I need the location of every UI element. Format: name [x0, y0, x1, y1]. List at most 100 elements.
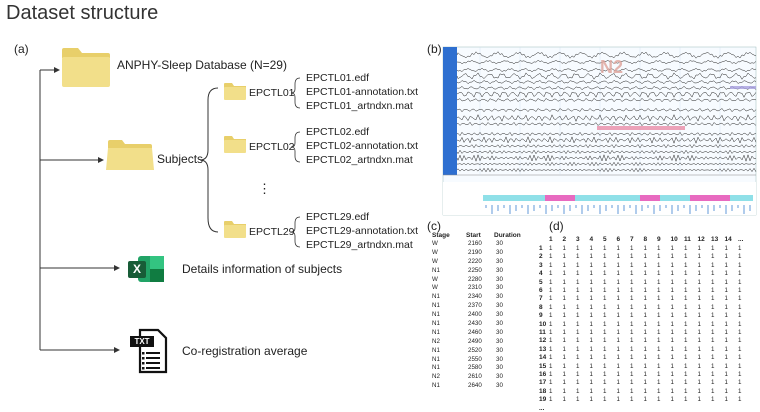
matrix-cell: 1: [684, 320, 688, 328]
matrix-cell: 1: [738, 312, 742, 320]
file-2-annotation: EPCTL02-annotation.txt: [306, 140, 419, 152]
matrix-cell: 1: [576, 253, 580, 261]
matrix-cell: 1: [643, 270, 647, 278]
annotation-start: 2280: [468, 275, 482, 283]
annotation-start: 2370: [468, 302, 482, 310]
matrix-cell: 1: [738, 379, 742, 387]
annotation-duration: 30: [496, 328, 503, 336]
matrix-cell: 1: [643, 345, 647, 353]
matrix-cell: 1: [697, 345, 701, 353]
matrix-cell: 1: [738, 320, 742, 328]
eeg-trace: [456, 161, 757, 167]
matrix-cell: 1: [738, 396, 742, 404]
matrix-cell: 1: [549, 312, 553, 320]
matrix-cell: 1: [603, 354, 607, 362]
matrix-cell: 1: [657, 329, 661, 336]
matrix-cell: 1: [711, 345, 715, 353]
annotation-duration: 30: [496, 275, 503, 283]
matrix-cell: 1: [630, 303, 634, 311]
matrix-col-header: 4: [589, 236, 594, 243]
matrix-col-header: 14: [724, 236, 732, 243]
matrix-row-header: 1: [539, 245, 543, 252]
annotation-stage: W: [432, 248, 438, 256]
eeg-highlight: [597, 126, 685, 130]
matrix-cell: 1: [603, 303, 607, 311]
eeg-trace: [456, 131, 757, 137]
database-label: ANPHY-Sleep Database (N=29): [117, 58, 287, 72]
matrix-cell: 1: [724, 303, 728, 311]
matrix-row-header: ...: [539, 404, 545, 412]
matrix-cell: 1: [684, 295, 688, 303]
annotation-stage: N1: [432, 311, 440, 319]
matrix-cell: 1: [589, 245, 593, 252]
matrix-cell: 1: [711, 253, 715, 261]
eeg-trace: [456, 51, 757, 59]
matrix-col-header: 8: [643, 236, 648, 243]
matrix-cell: 1: [684, 261, 688, 269]
patient-id-2: EPCTL02: [249, 141, 295, 153]
annotation-start: 2520: [468, 346, 482, 354]
matrix-cell: 1: [670, 337, 674, 345]
matrix-cell: 1: [616, 320, 620, 328]
matrix-cell: 1: [589, 371, 593, 378]
matrix-cell: 1: [738, 303, 742, 311]
eeg-stage-label: N2: [600, 57, 624, 77]
matrix-cell: 1: [616, 261, 620, 269]
matrix-cell: 1: [603, 329, 607, 336]
annotation-duration: 30: [496, 355, 503, 363]
matrix-cell: 1: [549, 329, 553, 336]
eeg-trace: [456, 91, 757, 98]
eeg-trace: [456, 59, 757, 65]
matrix-row-header: 3: [539, 261, 543, 269]
txt-file-icon: [130, 328, 168, 374]
matrix-cell: 1: [657, 354, 661, 362]
annotation-duration: 30: [496, 373, 503, 381]
matrix-cell: 1: [643, 362, 647, 370]
matrix-cell: 1: [657, 337, 661, 345]
matrix-cell: 1: [711, 245, 715, 252]
matrix-cell: 1: [670, 329, 674, 336]
matrix-row-header: 13: [539, 345, 547, 353]
eeg-trace: [456, 149, 757, 155]
matrix-col-header: 5: [603, 236, 607, 243]
matrix-cell: 1: [603, 278, 607, 286]
matrix-cell: 1: [684, 329, 688, 336]
ellipsis-vertical: ⋮: [258, 181, 271, 196]
annotation-start: 2550: [468, 355, 482, 363]
matrix-cell: 1: [549, 379, 553, 387]
matrix-cell: 1: [630, 362, 634, 370]
matrix-cell: 1: [684, 354, 688, 362]
matrix-cell: 1: [616, 387, 620, 395]
matrix-cell: 1: [724, 312, 728, 320]
matrix-cell: 1: [724, 253, 728, 261]
matrix-cell: 1: [643, 337, 647, 345]
annotation-start: 2340: [468, 293, 482, 301]
annotation-duration: 30: [496, 257, 503, 265]
annotation-start: 2490: [468, 337, 482, 345]
matrix-cell: 1: [562, 287, 566, 294]
matrix-cell: 1: [697, 287, 701, 294]
matrix-cell: 1: [616, 270, 620, 278]
subjects-folder-icon: [106, 140, 154, 170]
annotation-duration: 30: [496, 248, 503, 256]
patient-brace-29: [290, 216, 301, 248]
matrix-cell: 1: [562, 320, 566, 328]
arrow-subjects: [98, 157, 104, 163]
matrix-cell: 1: [549, 345, 553, 353]
matrix-cell: 1: [616, 253, 620, 261]
matrix-cell: 1: [697, 303, 701, 311]
matrix-cell: 1: [738, 354, 742, 362]
excel-icon-letter: X: [132, 262, 141, 276]
matrix-cell: 1: [643, 261, 647, 269]
matrix-cell: 1: [549, 337, 553, 345]
matrix-cell: 1: [670, 295, 674, 303]
matrix-cell: 1: [670, 362, 674, 370]
file-29-annotation: EPCTL29-annotation.txt: [306, 225, 419, 237]
matrix-cell: 1: [630, 320, 634, 328]
